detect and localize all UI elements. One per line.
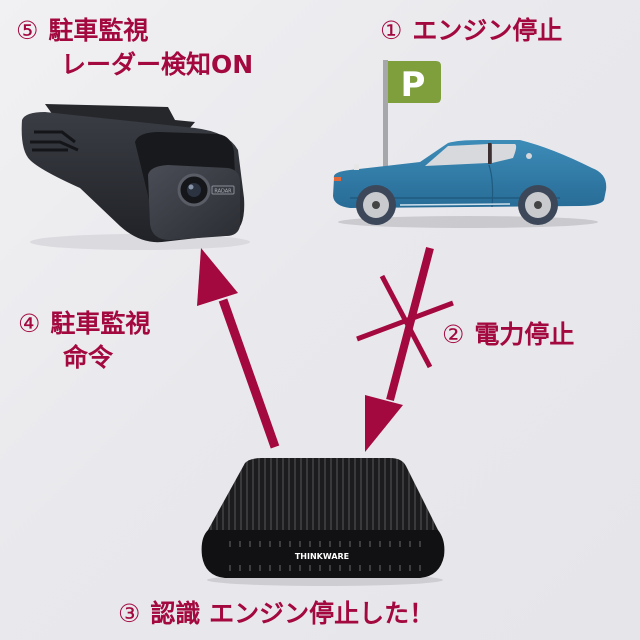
radar-badge: RADAR <box>214 189 232 195</box>
cross-mark-line-2 <box>356 300 454 342</box>
step-5-line2: レーダー検知ON <box>61 50 254 79</box>
step-5-number: ⑤ <box>16 16 39 45</box>
step-4-label: ④ 駐車監視 命令 <box>18 307 150 375</box>
parking-letter: P <box>401 65 426 105</box>
step-4-line1: 駐車監視 <box>50 309 151 338</box>
step-4-number: ④ <box>18 309 41 338</box>
arrow-command-to-dashcam <box>197 248 280 449</box>
step-2-label: ② 電力停止 <box>442 318 574 352</box>
dashcam-image: RADAR <box>21 104 250 250</box>
step-3-label: ③ 認識 エンジン停止した！ <box>118 597 434 631</box>
arrow-power-to-box <box>356 246 454 452</box>
car-image <box>333 140 607 228</box>
step-1-text: エンジン停止 <box>412 16 563 45</box>
thinkware-box-image: THINKWARE <box>201 458 445 586</box>
parking-sign: P <box>383 60 441 170</box>
step-1-label: ① エンジン停止 <box>380 14 562 48</box>
step-4-line2: 命令 <box>63 343 114 372</box>
brand-logo: THINKWARE <box>295 552 349 561</box>
step-2-number: ② <box>442 320 465 349</box>
step-5-line1: 駐車監視 <box>48 16 149 45</box>
step-3-text: 認識 エンジン停止した！ <box>150 599 435 628</box>
step-1-number: ① <box>380 16 403 45</box>
step-3-number: ③ <box>118 599 141 628</box>
step-5-label: ⑤ 駐車監視 レーダー検知ON <box>16 14 253 82</box>
step-2-text: 電力停止 <box>474 320 575 349</box>
